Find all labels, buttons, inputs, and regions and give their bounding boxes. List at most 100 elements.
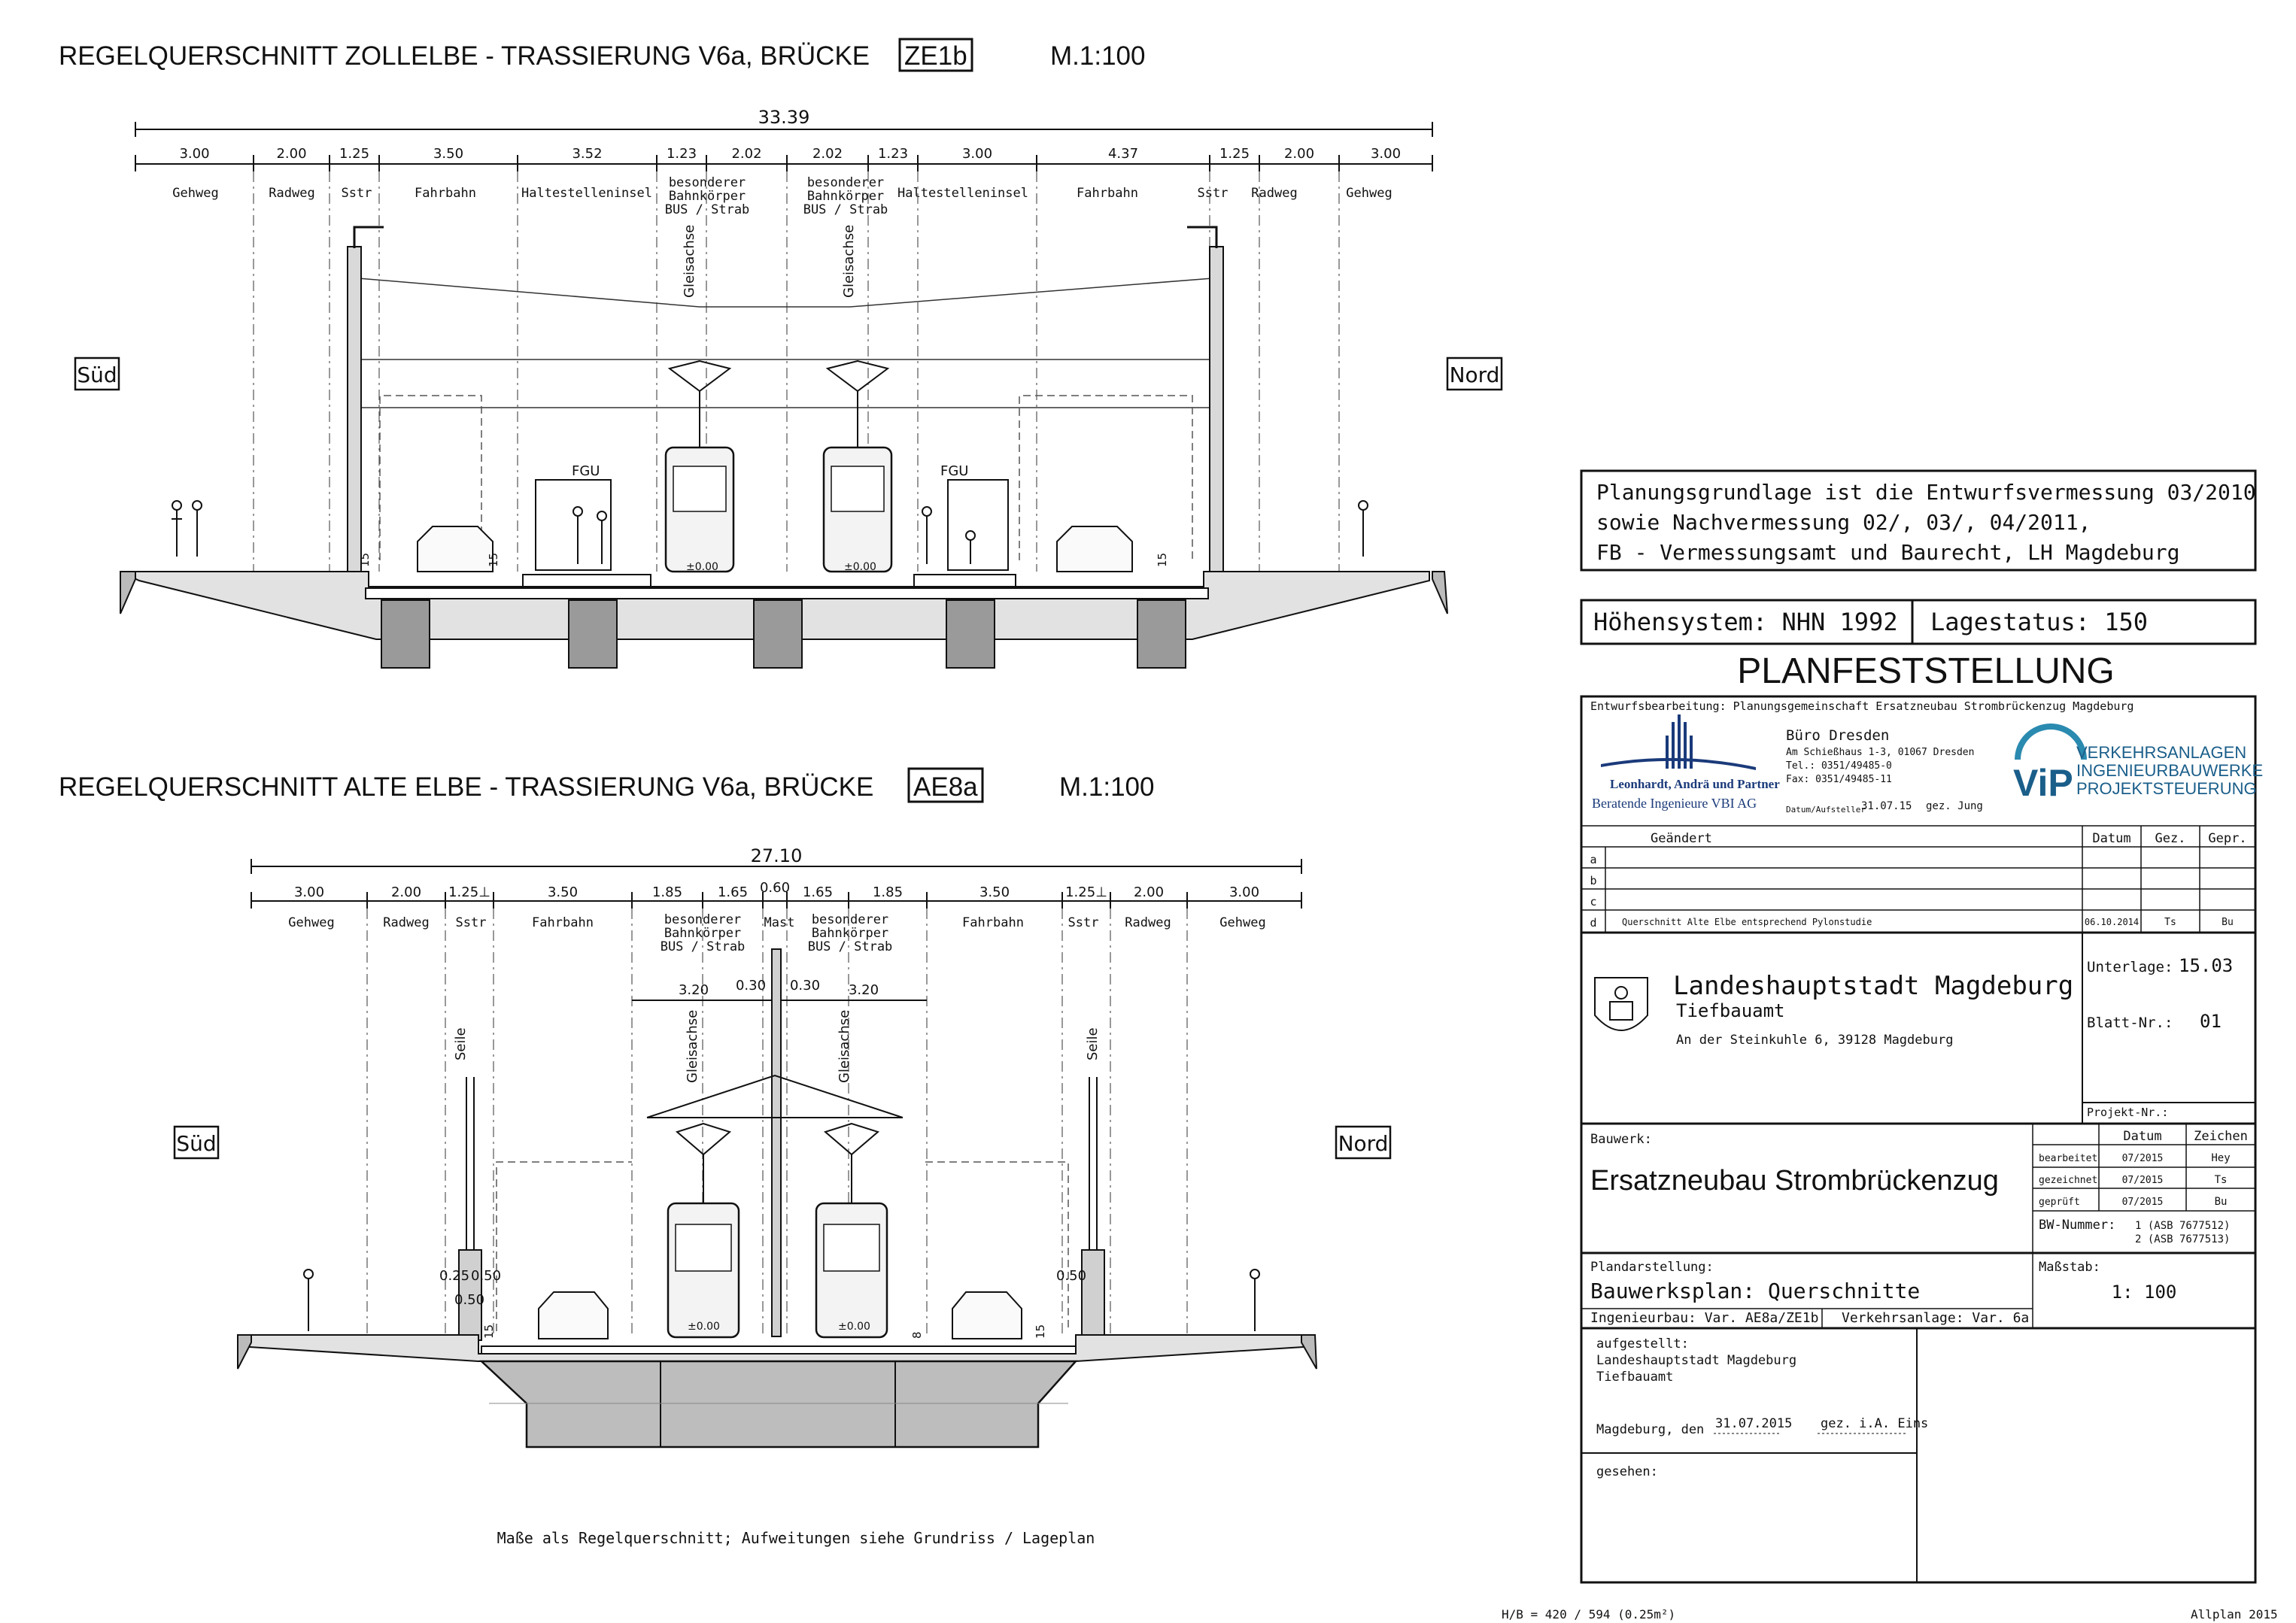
section1-bridge-box: ZE1b [904,41,967,71]
s2-dim-value: 1.65 [718,884,748,900]
section1-nord-label: Nord [1450,363,1500,387]
s2-dim-value: 3.50 [548,884,578,900]
bw-2: 2 (ASB 7677513) [2135,1233,2230,1245]
s1-lane-label: Fahrbahn [1077,186,1138,201]
section1-lane-labels: Gehweg Radweg Sstr Fahrbahn Haltestelleninse… [172,175,1392,217]
section2-scale: M.1:100 [1059,772,1154,802]
s1-dim-value: 1.23 [878,146,908,162]
section1-curb-right: 15 [1156,553,1169,567]
s1-dim-value: 1.25 [1219,146,1250,162]
section2-tram-right [815,1122,888,1339]
section2-nord-label: Nord [1338,1131,1389,1156]
s1-lane-label: Radweg [1251,186,1297,201]
section2-small-dim-4: 0.50 [1056,1268,1086,1284]
sign-role: gezeichnet [2039,1175,2097,1186]
sign-initials: Bu [2215,1196,2228,1208]
s2-lane-label: Mast [764,915,795,930]
section2-gleisachse-left: Gleisachse [685,1010,700,1083]
s2-dim-value: 2.00 [1134,884,1164,900]
sign-role: geprüft [2039,1197,2080,1208]
section2-car-left [538,1291,609,1339]
planfeststellung: PLANFESTSTELLUNG [1737,651,2114,691]
title-block: PLANFESTSTELLUNG Entwurfsbearbeitung: Pl… [1502,651,2278,1621]
info-line-1: Planungsgrundlage ist die Entwurfsvermes… [1596,480,2256,505]
section2-zero-right: ±0.00 [838,1321,870,1333]
vip-logo: ViP [2013,724,2087,804]
s2-lane-label: Radweg [383,915,429,930]
rev-key: c [1590,895,1596,909]
s1-lane-label: Gehweg [172,186,218,201]
blatt-label: Blatt-Nr.: [2087,1015,2173,1031]
vip-line-3: PROJEKTSTEUERUNG [2076,779,2257,798]
section1-gleisachse-right: Gleisachse [841,225,857,298]
section2-curb-right: 15 [1034,1324,1047,1339]
blatt-value: 01 [2200,1011,2222,1032]
addr-1: Am Schießhaus 1-3, 01067 Dresden [1786,747,1974,758]
section2-gleisachse-right: Gleisachse [837,1010,852,1083]
lap-logo [1601,714,1756,770]
section2-seile-right: Seile [1085,1027,1101,1060]
datum-label: Datum/Aufsteller [1786,805,1866,815]
section2-tram-left [667,1122,740,1339]
s2-lane-label: Fahrbahn [532,915,594,930]
s1-dim-value: 3.00 [1371,146,1401,162]
s2-lane-label: Sstr [1068,915,1099,930]
sign-head-datum: Datum [2123,1129,2161,1144]
info-line-2: sowie Nachvermessung 02/, 03/, 04/2011, [1596,510,2091,535]
info-line-3: FB - Vermessungsamt und Baurecht, LH Mag… [1596,540,2179,565]
rev-head-datum: Datum [2092,831,2130,846]
sign-head-zeichen: Zeichen [2194,1129,2248,1144]
s1-lane-label: Sstr [1198,186,1228,201]
section2-small-dim-1: 0.25 [439,1268,469,1284]
vip-line-1: VERKEHRSANLAGEN [2076,743,2246,762]
s2-dim-value: 0.60 [760,880,790,896]
section2-small-dim-2: 0.50 [471,1268,501,1284]
section1-scale: M.1:100 [1050,41,1145,71]
section1-gleisachse-left: Gleisachse [682,225,697,298]
section1-curb-left: 15 [358,553,372,567]
sign-initials: Hey [2211,1152,2230,1164]
s2-lane-label: Gehweg [288,915,334,930]
s1-lane-label: Haltestelleninsel [897,186,1028,201]
s2-dim-value: 2.00 [391,884,421,900]
rev-head-gez: Gez. [2155,831,2186,846]
s1-dim-value: 2.00 [1284,146,1314,162]
s1-lane-label: Fahrbahn [415,186,476,201]
rev-key: a [1590,853,1596,866]
s1-lane-label: Haltestelleninsel [521,186,652,201]
bauwerk-name: Ersatzneubau Strombrückenzug [1590,1165,1999,1197]
s2-lane-label: Gehweg [1219,915,1265,930]
rev-date: 06.10.2014 [2085,917,2139,927]
sign-role: bearbeitet [2039,1153,2097,1164]
section1-sued-label: Süd [77,363,117,387]
s1-dim-value: 3.00 [962,146,992,162]
s2-lane-label: Fahrbahn [962,915,1024,930]
bauwerk-label: Bauwerk: [1590,1132,1652,1147]
section2-sued-label: Süd [176,1131,216,1156]
s1-dim-value: 1.23 [667,146,697,162]
rev-key: b [1590,874,1596,887]
ort-label: Magdeburg, den [1596,1422,1704,1437]
sign-date: 07/2015 [2122,1197,2164,1208]
s2-lane-label: besonderer [664,912,741,927]
s1-dim-value: 3.52 [572,146,602,162]
ort-date: 31.07.2015 [1715,1416,1792,1431]
s2-dim-value: 3.50 [979,884,1010,900]
section2-bridge-box: AE8a [913,772,978,802]
s2-dim-value: 1.65 [803,884,833,900]
section2-sub-dim-4: 3.20 [849,982,879,998]
section1-title: REGELQUERSCHNITT ZOLLELBE - TRASSIERUNG … [59,41,870,71]
section1-zero-right: ±0.00 [844,561,876,573]
section2-eight: 8 [910,1331,924,1339]
section2-small-dim-3: 0.50 [454,1292,484,1308]
s2-lane-label: Bahnkörper [812,926,888,941]
revision-table [1581,825,2255,934]
section2-seile-left: Seile [453,1027,469,1060]
buero: Büro Dresden [1786,727,1889,744]
projekt-label: Projekt-Nr.: [2087,1106,2168,1119]
s1-dim-value: 4.37 [1108,146,1138,162]
s1-dim-value: 2.00 [276,146,306,162]
vip-line-2: INGENIEURBAUWERKE [2076,761,2263,780]
